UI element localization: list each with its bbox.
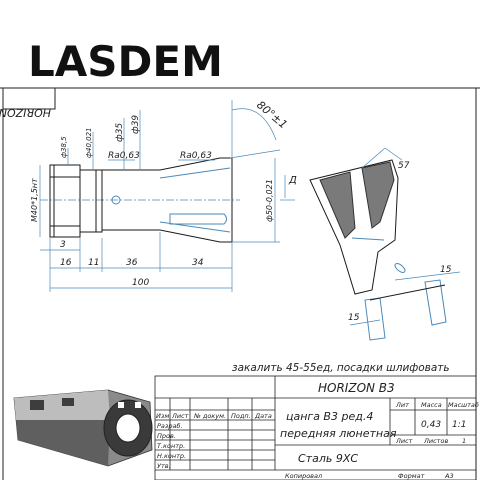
dim-ra-1: Ra0,63 xyxy=(108,151,140,161)
dim-len-34: 34 xyxy=(192,258,204,268)
brand-logo: LASDEM xyxy=(28,37,223,86)
tb-hdr-data: Дата xyxy=(254,412,272,420)
dim-d50: ф50-0,021 xyxy=(265,179,274,222)
tb-hdr-podp: Подп. xyxy=(231,412,251,420)
sec-dim-57: 57 xyxy=(398,161,410,171)
tb-scale-label: Масштаб xyxy=(448,401,479,409)
dim-datum: Д xyxy=(288,175,297,186)
tb-lit-label: Лит xyxy=(395,401,409,409)
tb-sheets-value: 1 xyxy=(462,437,466,445)
tb-sheets-label: Листов xyxy=(423,437,448,445)
dim-len-36: 36 xyxy=(126,258,138,268)
dim-len-16: 16 xyxy=(60,258,72,268)
tb-scale-value: 1:1 xyxy=(452,420,466,430)
section-dimensions xyxy=(349,147,461,326)
dim-d39: ф39 xyxy=(131,115,141,134)
tb-hdr-izm: Изм xyxy=(156,412,169,420)
tb-name-line1: цанга B3 ред.4 xyxy=(286,410,373,423)
stamp-mirrored-text: HORIZON xyxy=(0,106,51,119)
dim-thread: M40*1,5нт xyxy=(30,178,39,222)
sec-dim-15b: 15 xyxy=(348,313,360,323)
tb-row-razrab: Разраб. xyxy=(157,422,183,430)
tb-format-value: A3 xyxy=(444,472,454,480)
collet-3d-render xyxy=(13,389,153,467)
tb-row-nkontr: Н.контр. xyxy=(157,452,186,460)
dim-ra-2: Ra0,63 xyxy=(180,151,212,161)
tb-mass-label: Масса xyxy=(421,401,442,409)
title-block-grid xyxy=(154,375,477,480)
dim-d35: ф35 xyxy=(115,123,125,142)
tb-copied: Копировал xyxy=(285,472,322,480)
tb-name-line2: передняя люнетная xyxy=(280,427,397,440)
dim-len-11: 11 xyxy=(88,258,99,268)
dim-d38: ф38,5 xyxy=(60,136,68,158)
tb-row-utv: Утв. xyxy=(157,462,171,470)
tb-mass-value: 0,43 xyxy=(421,420,441,430)
tb-hdr-doc: № докум. xyxy=(193,412,226,420)
dim-len-100: 100 xyxy=(132,278,149,288)
tb-designation: HORIZON B3 xyxy=(318,381,395,395)
tb-material: Сталь 9ХС xyxy=(298,452,358,465)
dimension-lines xyxy=(39,100,295,292)
collet-side-view xyxy=(40,157,240,243)
stamp-box: HORIZON xyxy=(0,87,56,119)
tb-hdr-list: Лист xyxy=(171,412,189,420)
sec-dim-15a: 15 xyxy=(440,265,452,275)
dimension-texts: ф38,5 ф40,021 ф35 ф39 Ra0,63 Ra0,63 80°±… xyxy=(30,98,297,288)
title-block-text: Изм Лист № докум. Подп. Дата Разраб. Про… xyxy=(156,381,479,480)
tb-row-tkontr: Т.контр. xyxy=(157,442,185,450)
dim-d40: ф40,021 xyxy=(85,128,93,158)
tb-sheet-label: Лист xyxy=(395,437,413,445)
section-dim-texts: 57 15 15 xyxy=(348,161,452,323)
dim-len-3: 3 xyxy=(60,240,66,250)
tb-format: Формат xyxy=(398,472,425,480)
hardening-note: закалить 45-55ед, посадки шлифовать xyxy=(232,362,450,374)
tb-row-prov: Пров. xyxy=(157,432,176,440)
collet-section-view xyxy=(309,159,447,341)
